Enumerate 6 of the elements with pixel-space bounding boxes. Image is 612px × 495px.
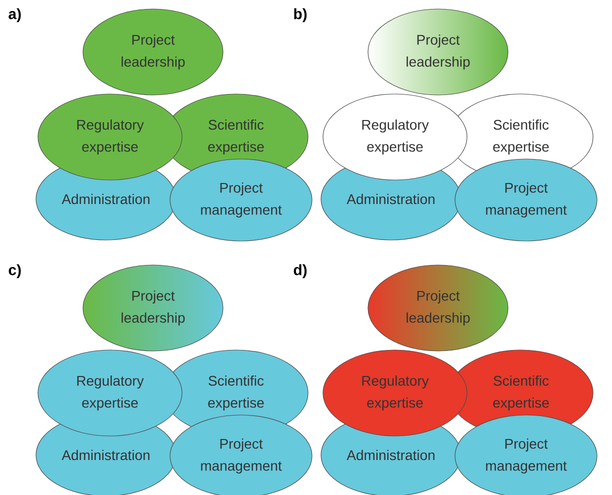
panel-label: b) xyxy=(294,8,307,22)
panel-label: d) xyxy=(294,264,307,278)
panel-label: c) xyxy=(8,264,21,278)
node-label: Administration xyxy=(62,450,150,460)
panel-label: a) xyxy=(8,8,21,22)
node-label: Project management xyxy=(201,438,282,474)
